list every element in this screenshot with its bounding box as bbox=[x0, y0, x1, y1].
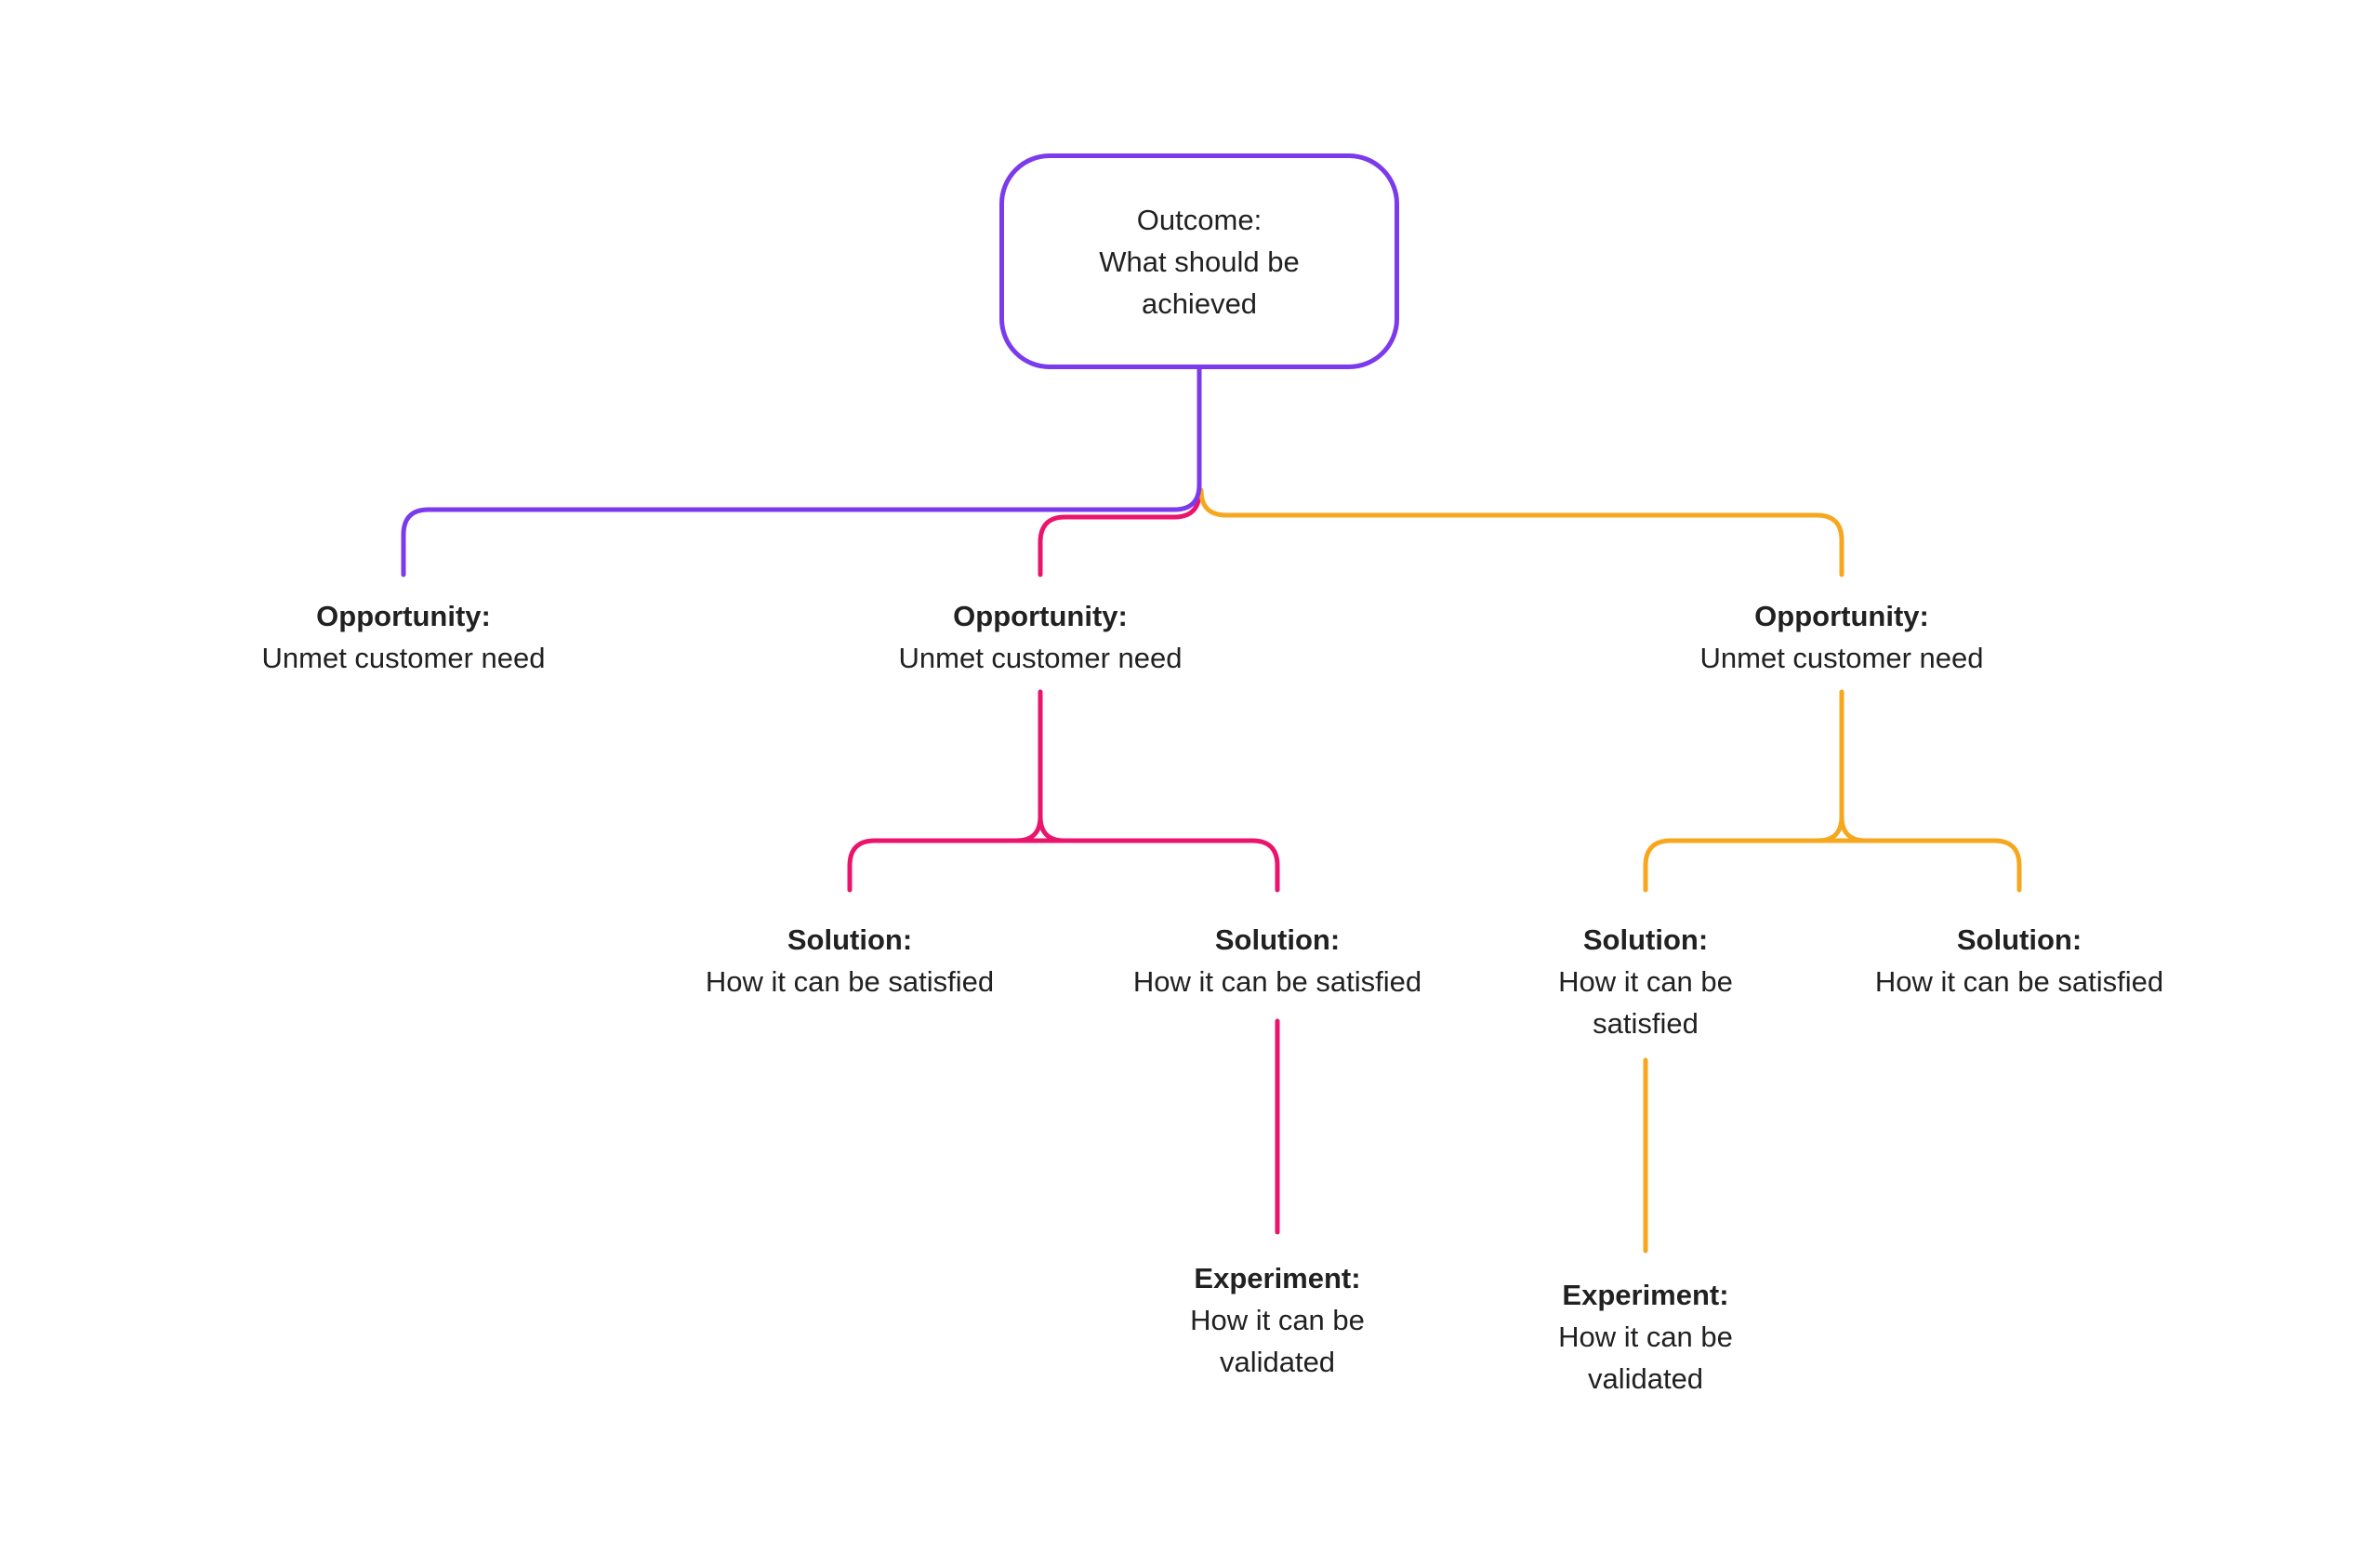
opportunity-node-2: Opportunity: Unmet customer need bbox=[845, 595, 1236, 679]
experiment-1-label: Experiment: bbox=[1194, 1262, 1361, 1294]
solution-node-1: Solution: How it can be satisfied bbox=[673, 919, 1026, 1002]
opportunity-node-1: Opportunity: Unmet customer need bbox=[208, 595, 599, 679]
connector-outcome-to-opportunity-3 bbox=[1198, 487, 1844, 577]
opportunity-2-description: Unmet customer need bbox=[898, 642, 1183, 674]
outcome-label: Outcome: bbox=[1136, 203, 1263, 236]
connector-opportunity-2-stem bbox=[1013, 689, 1067, 843]
solution-4-label: Solution: bbox=[1956, 923, 2082, 956]
opportunity-1-description: Unmet customer need bbox=[261, 642, 546, 674]
experiment-1-description: How it can be validated bbox=[1190, 1304, 1365, 1378]
solution-3-label: Solution: bbox=[1582, 923, 1709, 956]
solution-1-description: How it can be satisfied bbox=[705, 965, 995, 998]
connector-outcome-to-opportunity-2 bbox=[1038, 489, 1202, 577]
experiment-node-2: Experiment: How it can be validated bbox=[1539, 1274, 1752, 1400]
experiment-node-1: Experiment: How it can be validated bbox=[1170, 1257, 1384, 1383]
outcome-node: Outcome: What should be achieved bbox=[999, 153, 1399, 369]
connector-opportunity-3-stem bbox=[1815, 689, 1869, 843]
solution-4-description: How it can be satisfied bbox=[1874, 965, 2164, 998]
experiment-2-description: How it can be validated bbox=[1558, 1321, 1733, 1395]
opportunity-node-3: Opportunity: Unmet customer need bbox=[1646, 595, 2037, 679]
solution-node-3: Solution: How it can be satisfied bbox=[1539, 919, 1752, 1044]
opportunity-2-label: Opportunity: bbox=[953, 600, 1128, 632]
solution-2-label: Solution: bbox=[1214, 923, 1341, 956]
solution-2-description: How it can be satisfied bbox=[1132, 965, 1422, 998]
outcome-description: What should be achieved bbox=[1099, 245, 1300, 320]
connector-opportunity-3-to-solutions bbox=[1643, 838, 2022, 893]
connector-outcome-to-opportunity-1 bbox=[401, 366, 1202, 577]
experiment-2-label: Experiment: bbox=[1562, 1279, 1729, 1311]
opportunity-3-description: Unmet customer need bbox=[1699, 642, 1984, 674]
solution-node-4: Solution: How it can be satisfied bbox=[1843, 919, 2196, 1002]
solution-node-2: Solution: How it can be satisfied bbox=[1101, 919, 1454, 1002]
connector-opportunity-2-to-solutions bbox=[847, 838, 1280, 893]
opportunity-1-label: Opportunity: bbox=[316, 600, 491, 632]
opportunity-3-label: Opportunity: bbox=[1754, 600, 1929, 632]
solution-3-description: How it can be satisfied bbox=[1558, 965, 1733, 1040]
solution-1-label: Solution: bbox=[787, 923, 913, 956]
